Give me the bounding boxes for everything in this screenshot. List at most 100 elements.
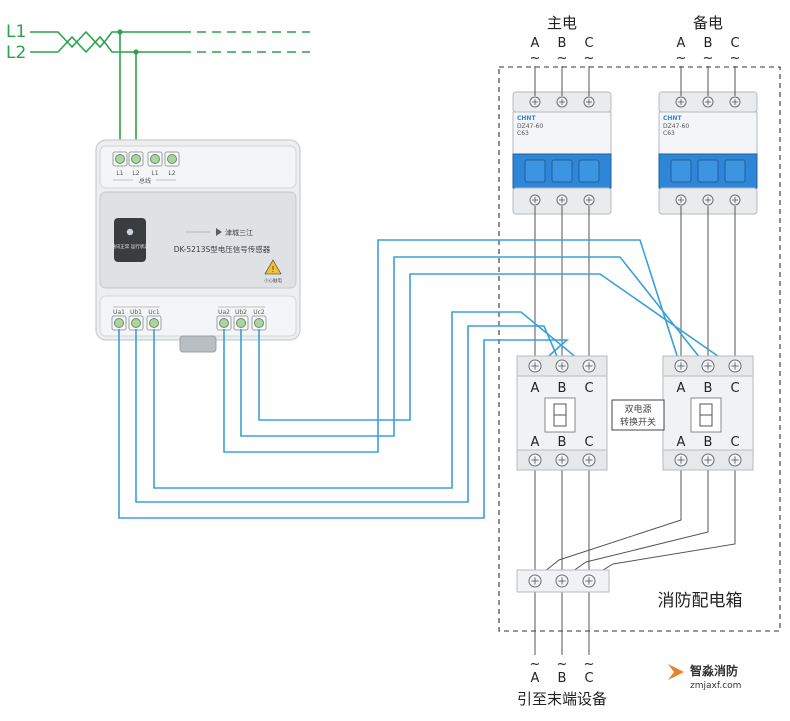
ats-main-out-2 <box>582 453 596 467</box>
sensor-bottom-terminal-left-2: Uc1 <box>146 309 162 331</box>
signal-wire-backup-2 <box>258 273 736 421</box>
output-label: 引至末端设备 <box>517 690 607 708</box>
output-terminal-block <box>516 569 610 593</box>
sensor-bottom-terminal-right-2: Uc2 <box>251 309 267 331</box>
output-tilde: ~ <box>584 657 595 672</box>
main-breaker-model: DZ47-60 <box>517 123 543 130</box>
ats-backup-out-wire-2 <box>592 466 736 577</box>
ats-backup-out-label: C <box>730 435 739 450</box>
sensor-top-terminal-label: L1 <box>151 170 158 177</box>
ats-backup-out-0 <box>674 453 688 467</box>
signal-wires <box>118 239 736 519</box>
sensor-bottom-terminal-screw <box>149 318 159 328</box>
ats-backup-out-wire-1 <box>565 466 709 577</box>
signal-wire-backup-1 <box>240 256 709 437</box>
watermark-url: zmjaxf.com <box>690 681 741 691</box>
backup-breaker-out-2 <box>729 194 741 206</box>
sensor-bottom-terminal-left-0: Ua1 <box>111 309 127 331</box>
watermark-logo-icon <box>668 664 684 680</box>
main-breaker-out-1 <box>556 194 568 206</box>
sensor-bus-caption: 总线 <box>139 177 151 185</box>
ats-main-out-1 <box>555 453 569 467</box>
output-terminal-2 <box>582 574 596 588</box>
output-tilde: ~ <box>530 657 541 672</box>
output-tilde: ~ <box>557 657 568 672</box>
ats-backup-in-0 <box>674 359 688 373</box>
main-breaker-handle-1 <box>551 159 573 183</box>
backup-breaker-label-area <box>658 111 758 155</box>
supply-phase-labels: A~B~C~A~B~C~ <box>530 36 741 66</box>
ats-backup-in-label: A <box>677 381 686 396</box>
sensor-bottom-terminal-label: Ua1 <box>113 309 125 316</box>
backup-breaker-handle-1 <box>697 159 719 183</box>
output-terminal-1 <box>555 574 569 588</box>
sensor-bottom-terminal-label: Uc2 <box>253 309 265 316</box>
bus-label-l1: L1 <box>6 22 26 42</box>
ats-main-out-label: B <box>558 435 567 450</box>
ats-backup-in-label: C <box>730 381 739 396</box>
watermark: 智淼消防 zmjaxf.com <box>668 663 741 691</box>
ats-label-box <box>611 399 665 431</box>
main-phase-tilde: ~ <box>530 51 541 66</box>
main-phase-label: C <box>584 36 593 51</box>
output-phase-labels: ~A~B~C <box>530 657 595 686</box>
backup-breaker-brand: CHNT <box>663 115 682 122</box>
sensor-bottom-terminal-screw <box>236 318 246 328</box>
sensor-top-terminal-screw <box>150 154 160 164</box>
cabinet-label: 消防配电箱 <box>658 591 743 611</box>
brand-logo-icon <box>216 228 222 236</box>
backup-phase-label: C <box>730 36 739 51</box>
bus-l1-twist <box>30 30 107 49</box>
backup-phase-tilde: ~ <box>730 51 741 66</box>
ats-backup-in-1 <box>701 359 715 373</box>
main-breaker-brand: CHNT <box>517 115 536 122</box>
main-breaker-label-area <box>512 111 612 155</box>
bus-l2-twist <box>30 35 107 54</box>
backup-breaker-in-1 <box>702 96 714 108</box>
main-breaker-handle-2 <box>578 159 600 183</box>
main-breaker-in-2 <box>583 96 595 108</box>
ats-main-in-1 <box>555 359 569 373</box>
main-supply-title: 主电 <box>547 14 577 32</box>
output-phase-label: C <box>584 671 593 686</box>
backup-phase-label: A <box>677 36 686 51</box>
ats-backup-in-2 <box>728 359 742 373</box>
backup-breaker-rating: C63 <box>663 130 675 137</box>
warning-icon <box>264 259 282 275</box>
ats-main-in-label: C <box>584 381 593 396</box>
backup-supply-title: 备电 <box>693 14 723 32</box>
ats-label-line1: 双电源 <box>624 403 651 415</box>
main-phase-label: A <box>531 36 540 51</box>
sensor-top-terminal-0: L1 <box>112 151 128 177</box>
output-terminal-0 <box>528 574 542 588</box>
sensor-indicator-panel <box>114 218 146 262</box>
sensor-bottom-terminal-right-1: Ub2 <box>233 309 249 331</box>
watermark-cn: 智淼消防 <box>689 663 738 678</box>
sensor-warning-text: 小心触电 <box>264 277 282 284</box>
sensor-top-terminal-screw <box>115 154 125 164</box>
sensor-top-terminal-label: L2 <box>168 170 175 177</box>
main-breaker-out-0 <box>529 194 541 206</box>
output-phase-label: A <box>531 671 540 686</box>
sensor-bottom-terminal-left-1: Ub1 <box>128 309 144 331</box>
main-phase-label: B <box>558 36 567 51</box>
sensor-bottom-terminal-label: Ub1 <box>130 309 142 316</box>
ats-backup-out-label: A <box>677 435 686 450</box>
bus-label-l2: L2 <box>6 43 26 63</box>
main-phase-tilde: ~ <box>584 51 595 66</box>
sensor-indicator-text: 通讯正常 运行状态 <box>111 243 149 250</box>
main-breaker-rating: C63 <box>517 130 529 137</box>
ats-main-out-label: A <box>531 435 540 450</box>
sensor-face <box>99 191 297 289</box>
sensor-bottom-terminal-screw <box>254 318 264 328</box>
backup-breaker-out-0 <box>675 194 687 206</box>
ats-main-in-0 <box>528 359 542 373</box>
sensor-name: DK-5213S型电压信号传感器 <box>174 244 271 254</box>
